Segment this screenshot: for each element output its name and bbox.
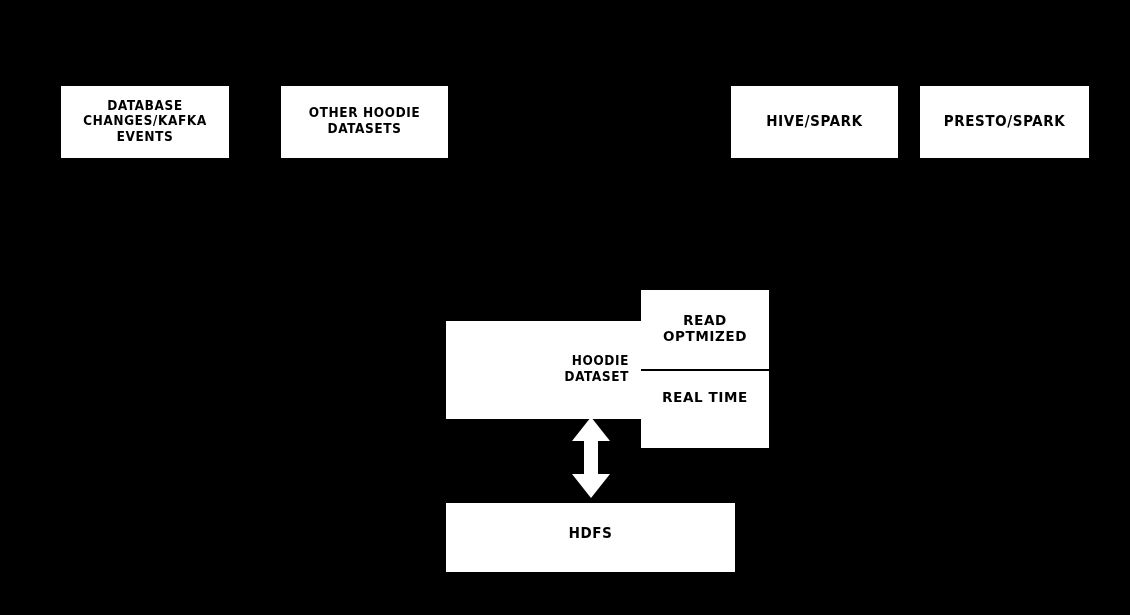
node-hdfs[interactable]: HDFS [446, 503, 735, 572]
node-presto-spark[interactable]: Presto/Spark [920, 86, 1089, 158]
node-hive-spark-label: Hive/Spark [766, 112, 863, 131]
node-other-hoodie-datasets[interactable]: Other Hoodie Datasets [281, 86, 448, 158]
views-stack: Read Optmized Real Time [641, 290, 769, 448]
node-hoodie-dataset[interactable]: Hoodie Dataset [446, 321, 641, 419]
node-real-time-view-label: Real Time [662, 390, 748, 406]
node-database-changes-kafka-events[interactable]: Database Changes/Kafka Events [61, 86, 229, 158]
node-real-time-view[interactable]: Real Time [641, 371, 769, 448]
views-divider [641, 369, 769, 371]
node-read-optimized-view[interactable]: Read Optmized [641, 290, 769, 370]
node-hoodie-dataset-label: Hoodie Dataset [564, 353, 629, 385]
node-other-hoodie-datasets-label: Other Hoodie Datasets [308, 105, 421, 137]
double-headed-vertical-arrow-icon [572, 417, 610, 498]
node-read-optimized-view-label: Read Optmized [662, 313, 748, 345]
node-database-changes-kafka-events-label: Database Changes/Kafka Events [83, 97, 207, 145]
node-hive-spark[interactable]: Hive/Spark [731, 86, 898, 158]
node-presto-spark-label: Presto/Spark [943, 112, 1066, 131]
node-hdfs-label: HDFS [568, 524, 613, 542]
